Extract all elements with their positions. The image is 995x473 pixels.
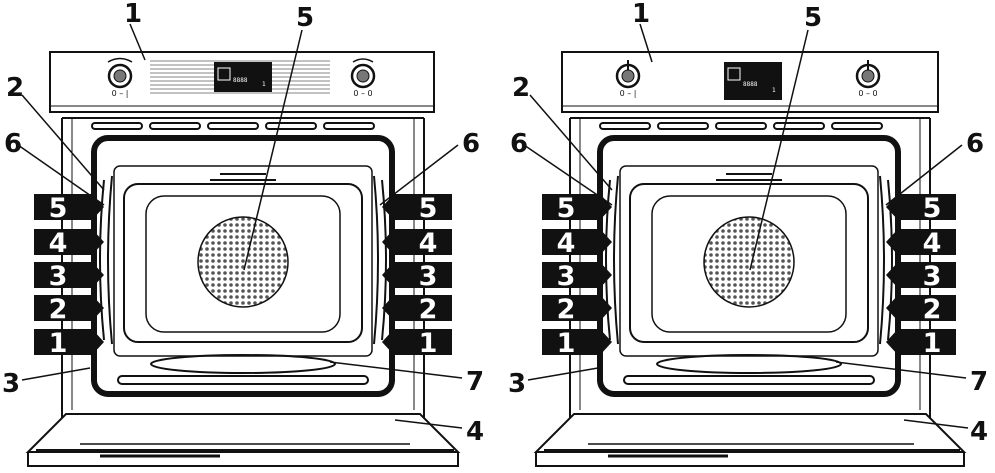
callout-7: 7 xyxy=(970,367,988,397)
bottom-heating-plate xyxy=(656,354,842,374)
side-racks xyxy=(605,175,893,345)
shelf-level-4-left: 4 xyxy=(542,228,612,259)
shelf-level-5-right: 5 xyxy=(382,193,452,224)
shelf-level-5-left: 5 xyxy=(34,193,104,224)
shelf-level-2-right: 2 xyxy=(886,294,956,325)
callout-5: 5 xyxy=(804,3,822,33)
callout-6-left: 6 xyxy=(510,129,528,159)
svg-text:3: 3 xyxy=(419,261,438,292)
svg-text:1: 1 xyxy=(49,328,68,359)
callout-2: 2 xyxy=(6,73,24,103)
shelf-level-1-right: 1 xyxy=(382,328,452,359)
callout-6-right: 6 xyxy=(966,129,984,159)
left-oven-callouts xyxy=(17,23,463,429)
callout-5: 5 xyxy=(296,3,314,33)
display-digits: 8888 xyxy=(743,81,758,88)
left-oven-callout-labels: 1 2 3 4 5 6 6 7 xyxy=(2,0,484,447)
right-oven-shelf-arrows-left: 5 4 3 2 1 xyxy=(542,193,612,359)
svg-text:1: 1 xyxy=(772,87,776,94)
left-oven-shelf-arrows-right: 5 4 3 2 1 xyxy=(382,193,452,359)
svg-text:2: 2 xyxy=(923,294,942,325)
shelf-level-3-left: 3 xyxy=(34,261,104,292)
callout-7: 7 xyxy=(466,367,484,397)
svg-text:1: 1 xyxy=(557,328,576,359)
svg-text:2: 2 xyxy=(557,294,576,325)
svg-text:1: 1 xyxy=(419,328,438,359)
callout-6-left: 6 xyxy=(4,129,22,159)
shelf-level-1-right: 1 xyxy=(886,328,956,359)
right-oven: 0 – | 8888 1 0 – 0 xyxy=(533,51,967,467)
shelf-level-3-right: 3 xyxy=(382,261,452,292)
svg-text:4: 4 xyxy=(419,228,438,259)
knob-right-marks: 0 – 0 xyxy=(353,89,372,98)
shelf-level-4-right: 4 xyxy=(382,228,452,259)
oven-door xyxy=(533,413,967,453)
svg-text:3: 3 xyxy=(557,261,576,292)
callout-3: 3 xyxy=(2,369,20,399)
selector-knob: 0 – | xyxy=(107,57,133,98)
callout-6-right: 6 xyxy=(462,129,480,159)
thermostat-knob: 0 – 0 xyxy=(350,58,376,98)
cooling-vents xyxy=(599,122,883,130)
svg-text:3: 3 xyxy=(923,261,942,292)
svg-text:5: 5 xyxy=(557,193,576,224)
digital-display: 8888 1 xyxy=(724,62,782,100)
digital-display: 8888 1 xyxy=(214,62,272,92)
svg-text:1: 1 xyxy=(923,328,942,359)
svg-text:2: 2 xyxy=(419,294,438,325)
svg-text:5: 5 xyxy=(49,193,68,224)
svg-text:5: 5 xyxy=(419,193,438,224)
knob-left-marks: 0 – | xyxy=(112,89,129,98)
svg-text:2: 2 xyxy=(49,294,68,325)
svg-text:4: 4 xyxy=(49,228,68,259)
shelf-level-3-right: 3 xyxy=(886,261,956,292)
knob-left-marks: 0 – | xyxy=(620,89,637,98)
shelf-level-3-left: 3 xyxy=(542,261,612,292)
right-oven-callouts xyxy=(523,23,969,429)
callout-3: 3 xyxy=(508,369,526,399)
display-digits: 8888 xyxy=(233,77,248,84)
shelf-level-1-left: 1 xyxy=(34,328,104,359)
shelf-level-4-left: 4 xyxy=(34,228,104,259)
svg-text:1: 1 xyxy=(262,81,266,88)
callout-2: 2 xyxy=(512,73,530,103)
bottom-heating-plate xyxy=(150,354,336,374)
knob-right-marks: 0 – 0 xyxy=(858,89,877,98)
shelf-level-5-left: 5 xyxy=(542,193,612,224)
shelf-level-2-right: 2 xyxy=(382,294,452,325)
callout-1: 1 xyxy=(124,0,142,29)
fan-cover xyxy=(703,216,795,308)
shelf-level-1-left: 1 xyxy=(542,328,612,359)
right-oven-callout-labels: 1 2 3 4 5 6 6 7 xyxy=(508,0,988,447)
shelf-level-2-left: 2 xyxy=(542,294,612,325)
svg-text:4: 4 xyxy=(557,228,576,259)
svg-text:4: 4 xyxy=(923,228,942,259)
callout-1: 1 xyxy=(632,0,650,29)
right-oven-shelf-arrows-right: 5 4 3 2 1 xyxy=(886,193,956,359)
callout-4: 4 xyxy=(466,417,484,447)
oven-door xyxy=(25,413,461,453)
cooling-vents xyxy=(91,122,375,130)
shelf-level-4-right: 4 xyxy=(886,228,956,259)
left-oven: 0 – | 8888 1 0 – 0 xyxy=(25,51,461,467)
svg-text:3: 3 xyxy=(49,261,68,292)
callout-4: 4 xyxy=(970,417,988,447)
shelf-level-2-left: 2 xyxy=(34,294,104,325)
shelf-level-5-right: 5 xyxy=(886,193,956,224)
side-racks xyxy=(99,175,387,345)
fan-cover xyxy=(197,216,289,308)
left-oven-shelf-arrows-left: 5 4 3 2 1 xyxy=(34,193,104,359)
thermostat-knob: 0 – 0 xyxy=(855,60,881,98)
selector-knob: 0 – | xyxy=(615,60,641,98)
svg-text:5: 5 xyxy=(923,193,942,224)
